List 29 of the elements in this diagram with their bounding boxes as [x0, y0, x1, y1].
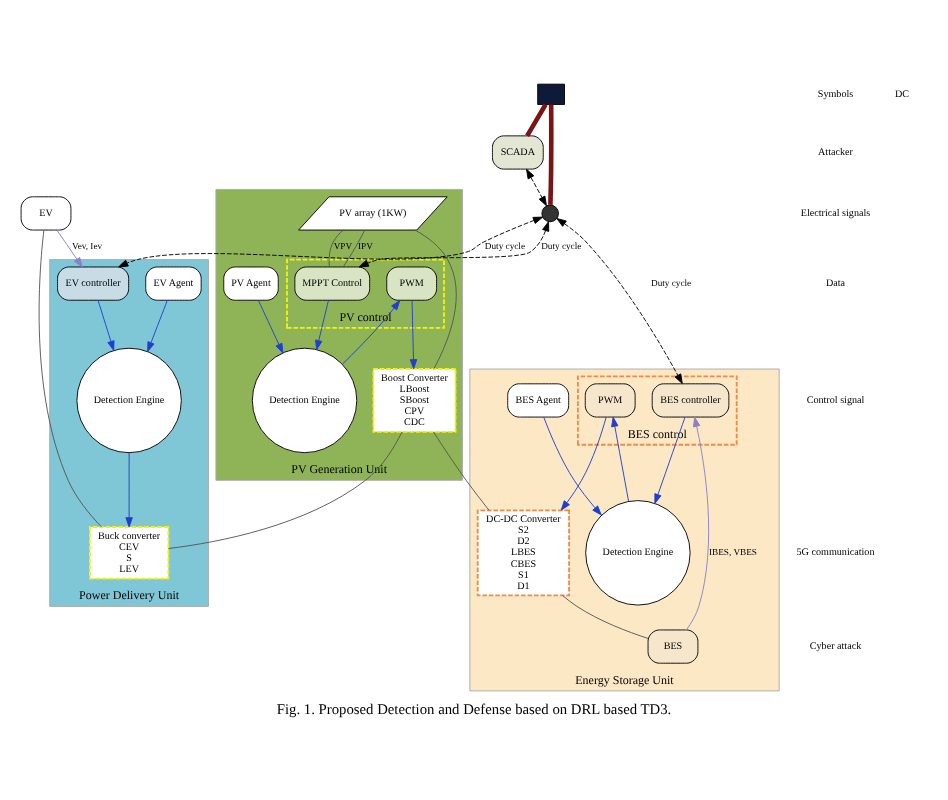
arrow	[556, 218, 683, 384]
connector	[433, 431, 490, 511]
arrow	[257, 299, 284, 354]
node-circle	[541, 204, 559, 223]
arrow	[526, 168, 547, 207]
node-box	[537, 83, 565, 105]
connector	[548, 104, 554, 205]
connector	[414, 229, 457, 370]
arrow	[315, 299, 329, 351]
connector	[342, 229, 366, 268]
connector	[562, 595, 649, 639]
arrow	[97, 299, 115, 351]
arrow	[685, 416, 710, 631]
connector	[328, 229, 344, 268]
arrow	[560, 416, 607, 511]
arrow	[409, 299, 418, 370]
arrow	[654, 416, 686, 504]
arrow	[358, 221, 550, 268]
connector	[38, 229, 102, 528]
connector	[525, 103, 548, 138]
connector	[168, 431, 403, 549]
arrow	[342, 300, 401, 365]
arrow	[543, 416, 602, 516]
arrow	[125, 452, 133, 528]
arrow	[611, 416, 630, 502]
arrow	[56, 229, 83, 268]
caption: Fig. 1. Proposed Detection and Defense based on DRL based TD3.	[276, 699, 672, 718]
arrow	[118, 216, 544, 268]
arrow	[147, 299, 168, 352]
